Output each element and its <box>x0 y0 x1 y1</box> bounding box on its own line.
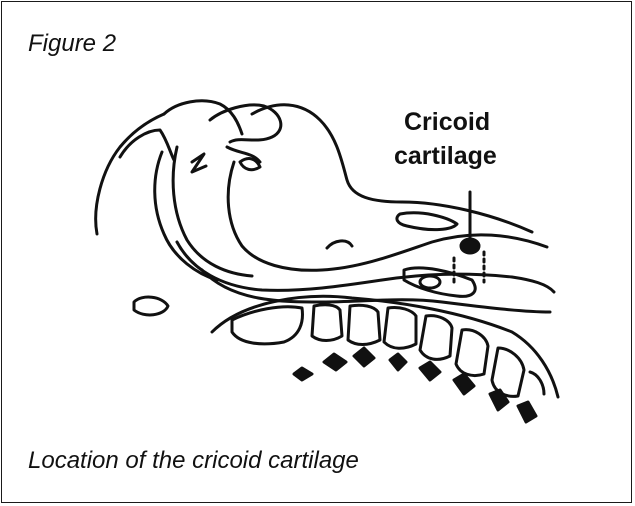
hyoid-outline <box>327 241 352 248</box>
tongue-outline <box>164 101 242 134</box>
spinous-process-1 <box>294 368 312 380</box>
nasopharynx-outline <box>210 105 281 142</box>
vertebra-6 <box>456 330 488 376</box>
spinous-process-8 <box>518 402 536 422</box>
spinous-process-2 <box>324 354 346 370</box>
vertebra-2 <box>312 305 342 341</box>
oral-floor-line <box>173 147 252 276</box>
spinous-process-4 <box>390 354 406 370</box>
spinous-process-7 <box>490 390 508 410</box>
epiglottis-outline <box>397 213 457 230</box>
vertebra-3 <box>348 305 380 344</box>
vertebra-8 <box>530 372 544 394</box>
nasal-cavity-outline <box>120 130 174 160</box>
spinous-process-6 <box>454 374 474 394</box>
vertebra-4 <box>384 307 416 348</box>
nasal-turbinate-mark <box>192 154 206 172</box>
cricoid-anatomy-diagram: Cricoid cartilage <box>2 2 633 442</box>
vertebra-7 <box>492 348 524 396</box>
figure-caption: Location of the cricoid cartilage <box>28 447 359 475</box>
spinous-process-5 <box>420 362 440 380</box>
mandible-outline <box>134 297 168 315</box>
cricoid-label-line-1: Cricoid <box>404 108 490 136</box>
airway-line <box>177 242 554 292</box>
cricoid-label-line-2: cartilage <box>394 142 497 170</box>
spinous-process-3 <box>354 348 374 366</box>
neck-outline <box>212 296 558 397</box>
thyroid-inner-mark <box>420 276 440 288</box>
uvula-mark <box>240 159 260 170</box>
vertebra-5 <box>420 316 452 360</box>
cricoid-cartilage-mark <box>461 239 479 253</box>
pharynx-front-wall <box>228 162 547 270</box>
